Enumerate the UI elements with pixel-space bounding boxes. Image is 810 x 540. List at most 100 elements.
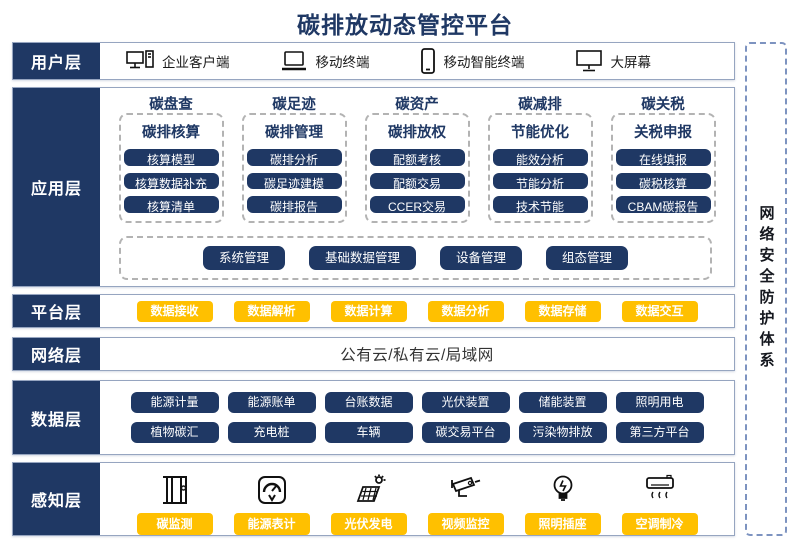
data-chip: 植物碳汇 [130,422,219,443]
perception-item-carbon-monitoring: 碳监测 [131,471,219,535]
user-layer-content: 企业客户端 移动终端 移动智能终端 [100,43,734,79]
meter-gauge-icon [256,471,288,509]
solar-panel-icon [352,471,386,509]
app-group-title: 碳排管理 [265,125,323,141]
perception-chip: 光伏发电 [330,513,407,535]
app-module-chip: 碳足迹建模 [246,172,342,190]
data-chip: 污染物排放 [518,422,607,443]
platform-chip: 数据解析 [233,300,310,322]
data-row-2: 植物碳汇 充电桩 车辆 碳交易平台 污染物排放 第三方平台 [100,422,734,443]
light-socket-icon [550,471,576,509]
app-column-carbon-footprint: 碳足迹 碳排管理 碳排分析 碳足迹建模 碳排报告 [241,93,347,223]
app-column-carbon-asset: 碳资产 碳排放权 配额考核 配额交易 CCER交易 [364,93,470,223]
user-item-mobile-terminal: 移动终端 [280,50,370,72]
app-group-box: 节能优化 能效分析 节能分析 技术节能 [487,113,593,223]
data-chip: 充电桩 [227,422,316,443]
air-conditioner-icon [643,471,677,509]
network-security-box: 网络安全防护体系 [745,42,787,536]
app-column-carbon-reduction: 碳减排 节能优化 能效分析 节能分析 技术节能 [487,93,593,223]
app-module-chip: 核算清单 [123,196,219,214]
platform-chip: 数据分析 [427,300,504,322]
user-layer-band: 用户层 企业客户端 移动终端 [12,42,735,80]
app-module-chip: 核算模型 [123,149,219,166]
app-group-title: 关税申报 [634,125,692,141]
data-chip: 车辆 [324,422,413,443]
perception-item-energy-meter: 能源表计 [228,471,316,535]
network-layer-label: 网络层 [13,338,100,370]
app-group-box: 碳排放权 配额考核 配额交易 CCER交易 [364,113,470,223]
application-layer-label: 应用层 [13,88,100,286]
app-module-chip: 节能分析 [492,172,588,190]
app-group-box: 碳排核算 核算模型 核算数据补充 核算清单 [118,113,224,223]
app-group-title: 碳排核算 [142,125,200,141]
application-columns: 碳盘查 碳排核算 核算模型 核算数据补充 核算清单 碳足迹 碳排管理 碳排分析 … [100,93,734,223]
app-group-title: 碳排放权 [388,125,446,141]
app-column-carbon-tariff: 碳关税 关税申报 在线填报 碳税核算 CBAM碳报告 [610,93,716,223]
user-item-enterprise-client: 企业客户端 [126,50,230,72]
perception-items-row: 碳监测 能源表计 光伏发电 [100,463,734,535]
app-column-carbon-inventory: 碳盘查 碳排核算 核算模型 核算数据补充 核算清单 [118,93,224,223]
application-layer-band: 应用层 碳盘查 碳排核算 核算模型 核算数据补充 核算清单 碳足迹 碳排管理 [12,87,735,287]
data-chip: 碳交易平台 [421,422,510,443]
app-module-chip: 在线填报 [615,149,711,166]
app-group-title: 节能优化 [511,125,569,141]
platform-layer-band: 平台层 数据接收 数据解析 数据计算 数据分析 数据存储 数据交互 [12,294,735,328]
data-chip: 能源账单 [227,392,316,413]
perception-chip: 空调制冷 [621,513,698,535]
app-module-chip: 核算数据补充 [123,172,219,190]
data-chip: 照明用电 [615,392,704,413]
app-module-chip: 能效分析 [492,149,588,166]
page-title: 碳排放动态管控平台 [297,12,513,38]
data-chip: 能源计量 [130,392,219,413]
app-module-chip: 配额考核 [369,149,465,166]
app-common-modules-box: 系统管理 基础数据管理 设备管理 组态管理 [119,236,712,280]
app-module-chip: 碳税核算 [615,172,711,190]
big-screen-icon [575,49,603,73]
laptop-icon [280,50,308,72]
app-module-chip: 技术节能 [492,196,588,214]
app-module-chip: CCER交易 [369,196,465,214]
data-layer-content: 能源计量 能源账单 台账数据 光伏装置 储能装置 照明用电 植物碳汇 充电桩 车… [100,381,734,454]
app-category-title: 碳盘查 [149,97,193,113]
platform-chip: 数据存储 [524,300,601,322]
network-layer-band: 网络层 公有云/私有云/局域网 [12,337,735,371]
perception-layer-content: 碳监测 能源表计 光伏发电 [100,463,734,535]
network-security-label: 网络安全防护体系 [757,205,775,373]
platform-chip: 数据交互 [621,300,698,322]
smartphone-icon [420,48,436,74]
app-common-chip: 基础数据管理 [308,246,416,270]
data-row-1: 能源计量 能源账单 台账数据 光伏装置 储能装置 照明用电 [100,392,734,413]
platform-chip: 数据接收 [136,300,213,322]
user-items-row: 企业客户端 移动终端 移动智能终端 [100,43,734,79]
app-category-title: 碳足迹 [272,97,316,113]
network-layer-content: 公有云/私有云/局域网 [100,338,734,370]
carbon-monitor-icon [160,471,190,509]
platform-layer-content: 数据接收 数据解析 数据计算 数据分析 数据存储 数据交互 [100,295,734,327]
desktop-pc-icon [126,50,154,72]
data-chip: 储能装置 [518,392,607,413]
app-common-chip: 系统管理 [202,246,285,270]
data-layer-band: 数据层 能源计量 能源账单 台账数据 光伏装置 储能装置 照明用电 植物碳汇 充… [12,380,735,455]
user-item-label: 企业客户端 [162,55,230,70]
app-category-title: 碳关税 [641,97,685,113]
app-module-chip: 配额交易 [369,172,465,190]
platform-chip: 数据计算 [330,300,407,322]
user-item-label: 移动终端 [315,55,370,70]
perception-item-lighting-socket: 照明插座 [519,471,607,535]
user-item-label: 大屏幕 [610,55,652,70]
app-module-chip: 碳排分析 [246,149,342,166]
perception-chip: 视频监控 [427,513,504,535]
user-item-big-screen: 大屏幕 [575,49,652,73]
perception-layer-band: 感知层 碳监测 能源表计 [12,462,735,536]
data-chip: 第三方平台 [615,422,704,443]
perception-item-solar-power: 光伏发电 [325,471,413,535]
perception-item-air-conditioning: 空调制冷 [616,471,704,535]
app-module-chip: CBAM碳报告 [615,196,711,214]
app-group-box: 碳排管理 碳排分析 碳足迹建模 碳排报告 [241,113,347,223]
app-category-title: 碳减排 [518,97,562,113]
app-module-chip: 碳排报告 [246,196,342,214]
data-chip: 台账数据 [324,392,413,413]
user-item-label: 移动智能终端 [443,55,525,70]
data-rows: 能源计量 能源账单 台账数据 光伏装置 储能装置 照明用电 植物碳汇 充电桩 车… [100,381,734,454]
application-layer-content: 碳盘查 碳排核算 核算模型 核算数据补充 核算清单 碳足迹 碳排管理 碳排分析 … [100,88,734,286]
